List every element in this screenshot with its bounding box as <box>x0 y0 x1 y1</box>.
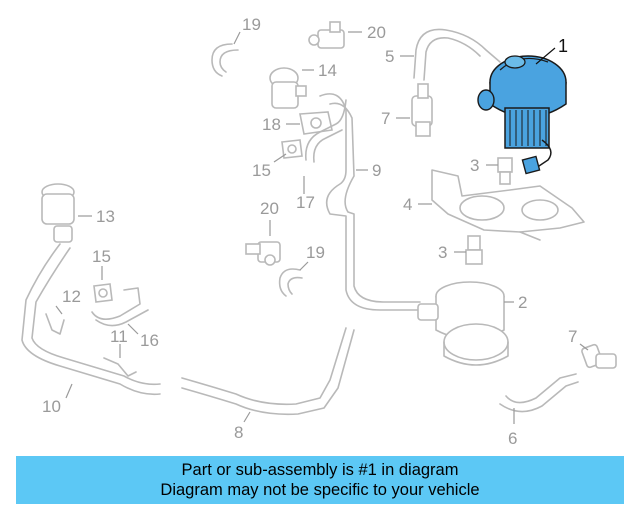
callout-3-lower: 3 <box>438 243 447 262</box>
sensor-20-lower <box>245 241 281 266</box>
valve-7-lower <box>581 343 617 369</box>
callout-7-lower: 7 <box>568 327 577 346</box>
hose-10 <box>21 243 161 396</box>
callout-19-top: 19 <box>242 15 261 34</box>
pipe-16 <box>91 287 141 320</box>
gasket-15-lower <box>93 283 113 303</box>
callout-4: 4 <box>403 195 412 214</box>
hose-5 <box>413 28 501 79</box>
hose-9 <box>319 93 421 311</box>
valve-3-lower <box>465 235 483 265</box>
callout-13: 13 <box>96 207 115 226</box>
callout-8: 8 <box>234 423 243 442</box>
valve-14 <box>269 67 307 109</box>
callout-6: 6 <box>508 429 517 448</box>
callout-7-top: 7 <box>381 109 390 128</box>
callout-12: 12 <box>62 287 81 306</box>
gasket-15-top <box>281 139 303 159</box>
callout-2: 2 <box>518 293 527 312</box>
callout-19-lower: 19 <box>306 243 325 262</box>
bracket-4 <box>431 169 585 241</box>
hose-19-lower <box>278 268 301 297</box>
parts-diagram: 1 5 7 20 14 19 18 15 <box>21 15 617 448</box>
hose-8 <box>181 327 347 406</box>
banner-line-2: Diagram may not be specific to your vehi… <box>160 481 480 499</box>
callout-11: 11 <box>110 327 128 346</box>
callout-10: 10 <box>42 397 61 416</box>
callout-3-upper: 3 <box>470 156 479 175</box>
banner-line-1: Part or sub-assembly is #1 in diagram <box>181 461 459 479</box>
gasket-18 <box>299 111 333 135</box>
callout-9: 9 <box>372 161 381 180</box>
hose-6 <box>505 373 577 404</box>
callout-14: 14 <box>318 61 337 80</box>
callout-16: 16 <box>140 331 159 350</box>
callout-15-lower: 15 <box>92 247 111 266</box>
info-banner: Part or sub-assembly is #1 in diagram Di… <box>16 456 624 504</box>
callout-1: 1 <box>558 36 568 56</box>
callout-20-lower: 20 <box>260 199 279 218</box>
callout-18: 18 <box>262 115 281 134</box>
air-pump-highlighted[interactable] <box>477 55 567 175</box>
clip-12 <box>45 313 65 335</box>
valve-7-top <box>411 83 433 137</box>
hose-19-top <box>211 43 233 77</box>
callout-5: 5 <box>385 47 394 66</box>
sensor-20-top <box>308 21 345 49</box>
pipe-17 <box>304 99 347 161</box>
callout-20-top: 20 <box>367 23 386 42</box>
callout-15-top: 15 <box>252 161 271 180</box>
callout-17: 17 <box>296 193 315 212</box>
valve-3-upper <box>497 157 513 185</box>
air-pump-2 <box>417 281 509 366</box>
clip-11 <box>103 357 137 377</box>
leader-1 <box>535 47 556 65</box>
connector-13 <box>41 183 75 243</box>
